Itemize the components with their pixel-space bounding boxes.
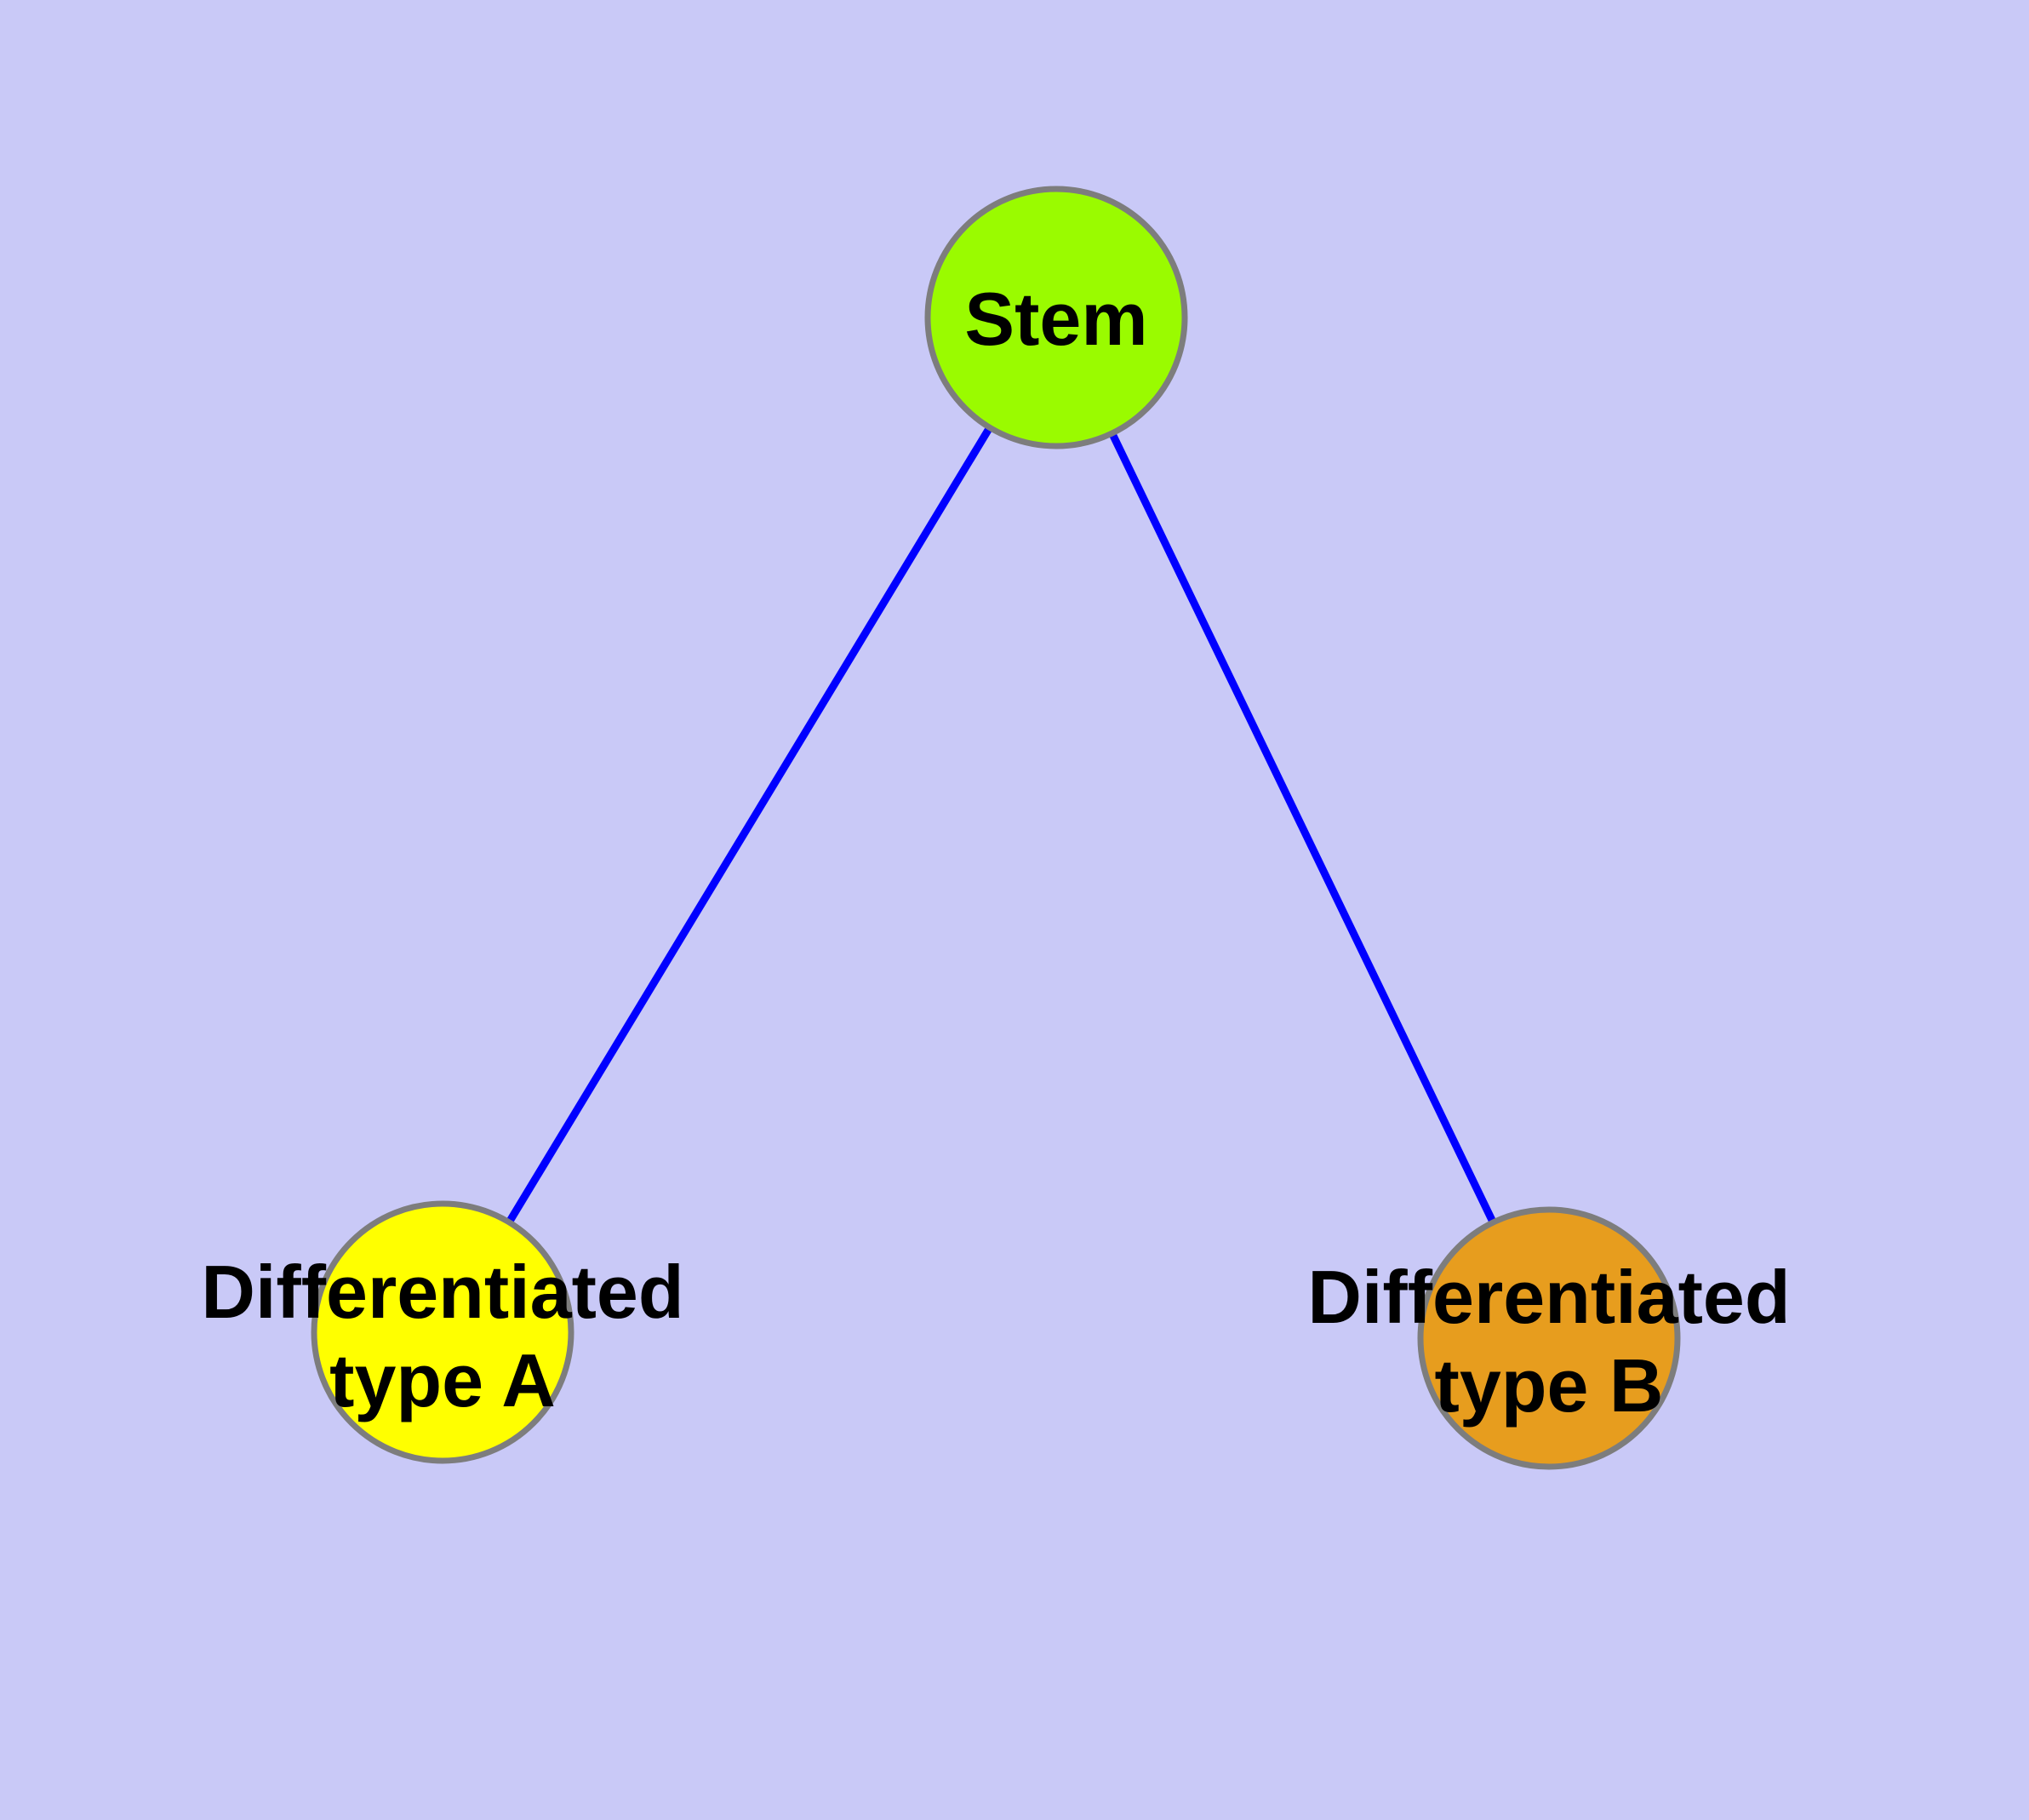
edge-stem-to-type-a [439,315,1060,1335]
node-type-a-circle [311,1200,574,1464]
node-type-b-circle [1417,1206,1681,1470]
node-stem-circle [924,186,1188,449]
edge-stem-to-type-b [1052,316,1553,1340]
